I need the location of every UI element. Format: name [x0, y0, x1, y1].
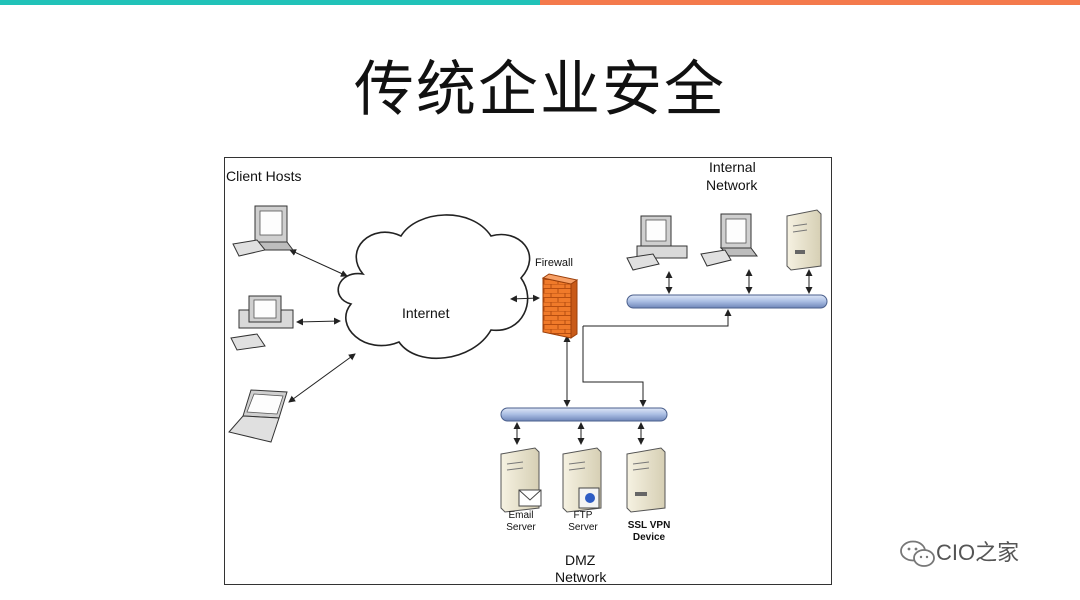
network-diagram: Client Hosts Internal Network Internet F… — [224, 157, 832, 585]
internet-cloud-icon — [337, 214, 531, 360]
client-desktop-icon — [232, 205, 294, 257]
connection-lines — [288, 249, 813, 445]
top-accent-bar-left — [0, 0, 540, 5]
email-server-icon — [500, 447, 542, 513]
internal-desktop-icon — [700, 213, 758, 267]
slide-title: 传统企业安全 — [354, 55, 726, 125]
internet-label: Internet — [402, 305, 450, 321]
ftp-server-icon — [562, 447, 602, 513]
internal-network-label-line2: Network — [706, 177, 758, 193]
dmz-network-bus — [500, 407, 668, 422]
top-accent-bar-right — [540, 0, 1080, 5]
firewall-label: Firewall — [535, 257, 573, 269]
ftp-server-label-line2: Server — [568, 522, 598, 533]
dmz-network-label-line2: Network — [555, 569, 607, 585]
watermark-text: CIO之家 — [936, 540, 1020, 565]
email-server-label-line2: Server — [506, 522, 536, 533]
client-laptop-icon — [228, 389, 288, 443]
firewall-brick-icon — [541, 273, 579, 339]
email-server-label-line1: Email — [508, 510, 534, 521]
ssl-vpn-label-line2: Device — [632, 532, 666, 543]
client-desktop-icon — [230, 295, 294, 351]
internal-network-label-line1: Internal — [709, 159, 756, 175]
client-hosts-label: Client Hosts — [226, 168, 302, 184]
internal-network-bus — [626, 294, 828, 309]
wechat-icon — [900, 540, 935, 567]
internal-desktop-icon — [626, 215, 688, 271]
ssl-vpn-label-line1: SSL VPN — [627, 520, 671, 531]
ftp-server-label-line1: FTP — [573, 510, 593, 521]
diagram-canvas — [228, 205, 828, 513]
internal-server-icon — [786, 209, 822, 271]
dmz-network-label-line1: DMZ — [565, 552, 596, 568]
ssl-vpn-device-icon — [626, 447, 666, 513]
